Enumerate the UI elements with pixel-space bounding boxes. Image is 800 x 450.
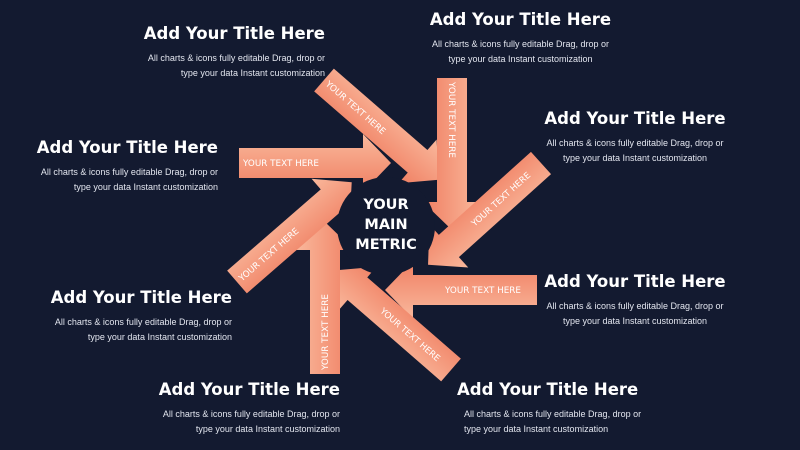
arrow-shape [385, 261, 537, 319]
text-block-bottom-right: Add Your Title Here All charts & icons f… [457, 380, 657, 437]
block-description-line: All charts & icons fully editable Drag, … [162, 409, 340, 419]
block-title: Add Your Title Here [457, 380, 639, 399]
block-title: Add Your Title Here [429, 10, 612, 29]
block-description-line: type your data Instant customization [195, 424, 340, 434]
block-description-line: type your data Instant customization [87, 332, 232, 342]
text-block-right-upper: Add Your Title Here All charts & icons f… [540, 109, 730, 166]
block-title: Add Your Title Here [544, 272, 726, 291]
block-description: All charts & icons fully editable Drag, … [418, 37, 623, 67]
text-block-top-right: Add Your Title Here All charts & icons f… [418, 10, 623, 67]
arrow-shape [296, 222, 354, 374]
block-description-line: type your data Instant customization [562, 316, 708, 326]
block-description-line: All charts & icons fully editable Drag, … [147, 53, 325, 63]
text-block-right-lower: Add Your Title Here All charts & icons f… [540, 272, 730, 329]
arrow-shape [227, 178, 352, 294]
hub-line-1: YOUR [362, 197, 408, 213]
block-description-line: All charts & icons fully editable Drag, … [546, 301, 724, 311]
block-description: All charts & icons fully editable Drag, … [540, 136, 730, 166]
block-description-line: All charts & icons fully editable Drag, … [431, 39, 610, 49]
arrow-shape [314, 68, 439, 184]
block-description-line: type your data Instant customization [464, 424, 609, 434]
arrow-label: YOUR TEXT HERE [242, 159, 319, 169]
block-description: All charts & icons fully editable Drag, … [540, 299, 730, 329]
block-description: All charts & icons fully editable Drag, … [140, 407, 340, 437]
hub-line-3: METRIC [355, 237, 416, 253]
arrow-7: YOUR TEXT HERE [296, 222, 354, 374]
block-description-line: All charts & icons fully editable Drag, … [464, 409, 642, 419]
block-description-line: All charts & icons fully editable Drag, … [40, 167, 218, 177]
block-description: All charts & icons fully editable Drag, … [120, 51, 325, 81]
hub-circle [337, 177, 435, 275]
arrow-label: YOUR TEXT HERE [446, 81, 456, 158]
block-title: Add Your Title Here [158, 380, 340, 399]
block-title: Add Your Title Here [50, 288, 232, 307]
block-description-line: type your data Instant customization [562, 153, 708, 163]
text-block-top-left: Add Your Title Here All charts & icons f… [120, 24, 325, 81]
arrow-shape [423, 78, 481, 230]
text-block-left-lower: Add Your Title Here All charts & icons f… [42, 288, 232, 345]
block-description-line: type your data Instant customization [180, 68, 325, 78]
arrow-shape [428, 151, 552, 268]
text-block-left-upper: Add Your Title Here All charts & icons f… [28, 138, 218, 195]
block-description-line: All charts & icons fully editable Drag, … [54, 317, 232, 327]
block-description: All charts & icons fully editable Drag, … [464, 407, 657, 437]
arrow-1: YOUR TEXT HERE [239, 134, 391, 192]
block-description-line: All charts & icons fully editable Drag, … [546, 138, 724, 148]
block-description: All charts & icons fully editable Drag, … [42, 315, 232, 345]
arrow-5: YOUR TEXT HERE [385, 261, 537, 319]
hub-line-2: MAIN [364, 217, 407, 233]
block-title: Add Your Title Here [36, 138, 218, 157]
block-description: All charts & icons fully editable Drag, … [28, 165, 218, 195]
block-description-line: type your data Instant customization [73, 182, 218, 192]
arrow-shape [336, 266, 461, 382]
arrow-label: YOUR TEXT HERE [321, 294, 331, 371]
arrow-label: YOUR TEXT HERE [444, 286, 521, 296]
text-block-bottom-left: Add Your Title Here All charts & icons f… [140, 380, 340, 437]
arrow-shape [239, 134, 391, 192]
block-description-line: type your data Instant customization [448, 54, 593, 64]
block-title: Add Your Title Here [143, 24, 325, 43]
arrow-3: YOUR TEXT HERE [423, 78, 481, 230]
block-title: Add Your Title Here [544, 109, 726, 128]
